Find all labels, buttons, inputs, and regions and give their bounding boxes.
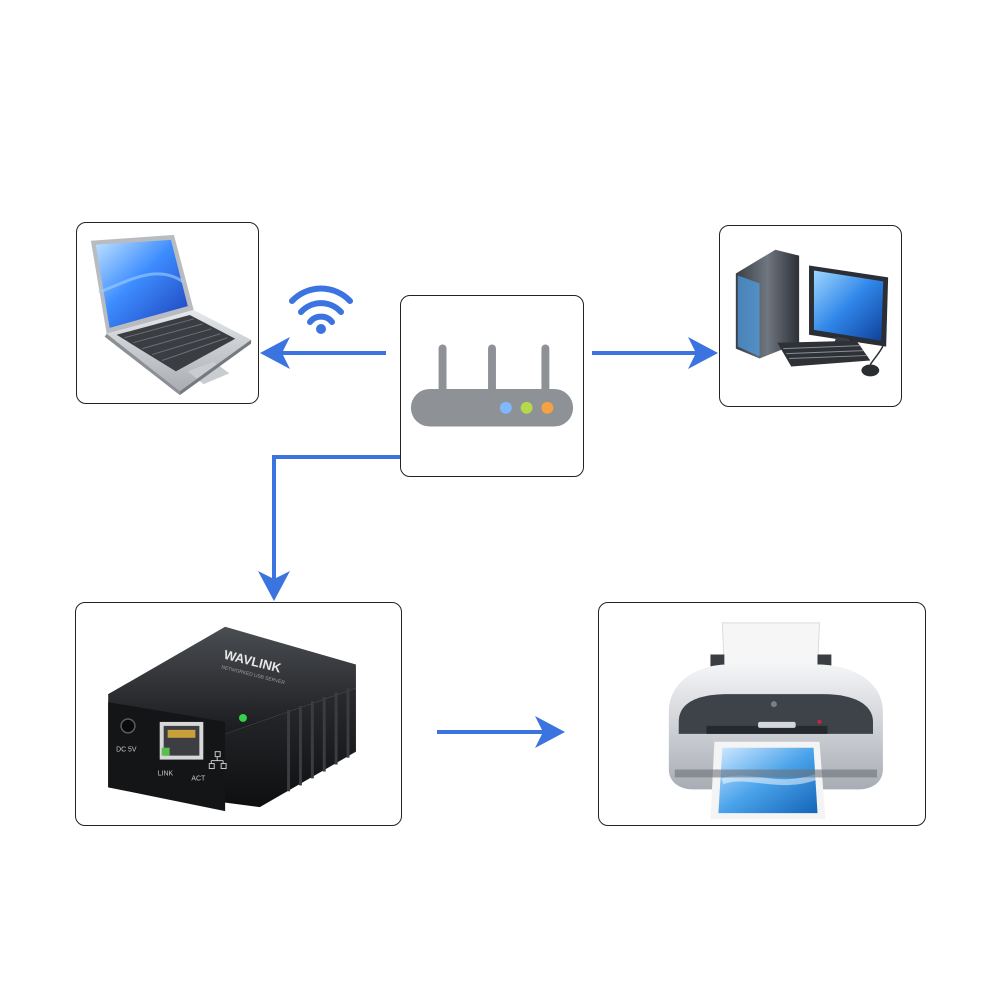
print-server-card: WAVLINK NETWORKED USB SERVER DC 5V LINK …: [75, 602, 402, 826]
led-blue: [499, 401, 512, 414]
router-card: [400, 295, 584, 477]
arrow-print-server-to-printer: [437, 716, 565, 748]
act-port-label: ACT: [191, 775, 206, 782]
printer-icon: [668, 622, 883, 820]
router-icon: [410, 344, 574, 427]
wifi-icon: [289, 285, 353, 334]
dc-port-label: DC 5V: [116, 747, 137, 754]
printer-card: [598, 602, 926, 826]
laptop-card: [76, 222, 259, 404]
desktop-card: [719, 225, 902, 407]
arrow-router-to-print-server: [258, 455, 400, 601]
status-led: [238, 714, 247, 722]
arrow-router-to-laptop: [260, 337, 386, 369]
desktop-computer-icon: [735, 249, 889, 377]
link-port-label: LINK: [158, 770, 174, 777]
network-symbol-icon: [208, 751, 227, 770]
arrow-router-to-desktop: [592, 337, 718, 369]
led-green: [520, 401, 533, 414]
print-server-icon: WAVLINK NETWORKED USB SERVER DC 5V LINK …: [108, 626, 356, 812]
dc-jack: [120, 718, 136, 734]
led-orange: [541, 401, 554, 414]
laptop-icon: [90, 234, 252, 396]
